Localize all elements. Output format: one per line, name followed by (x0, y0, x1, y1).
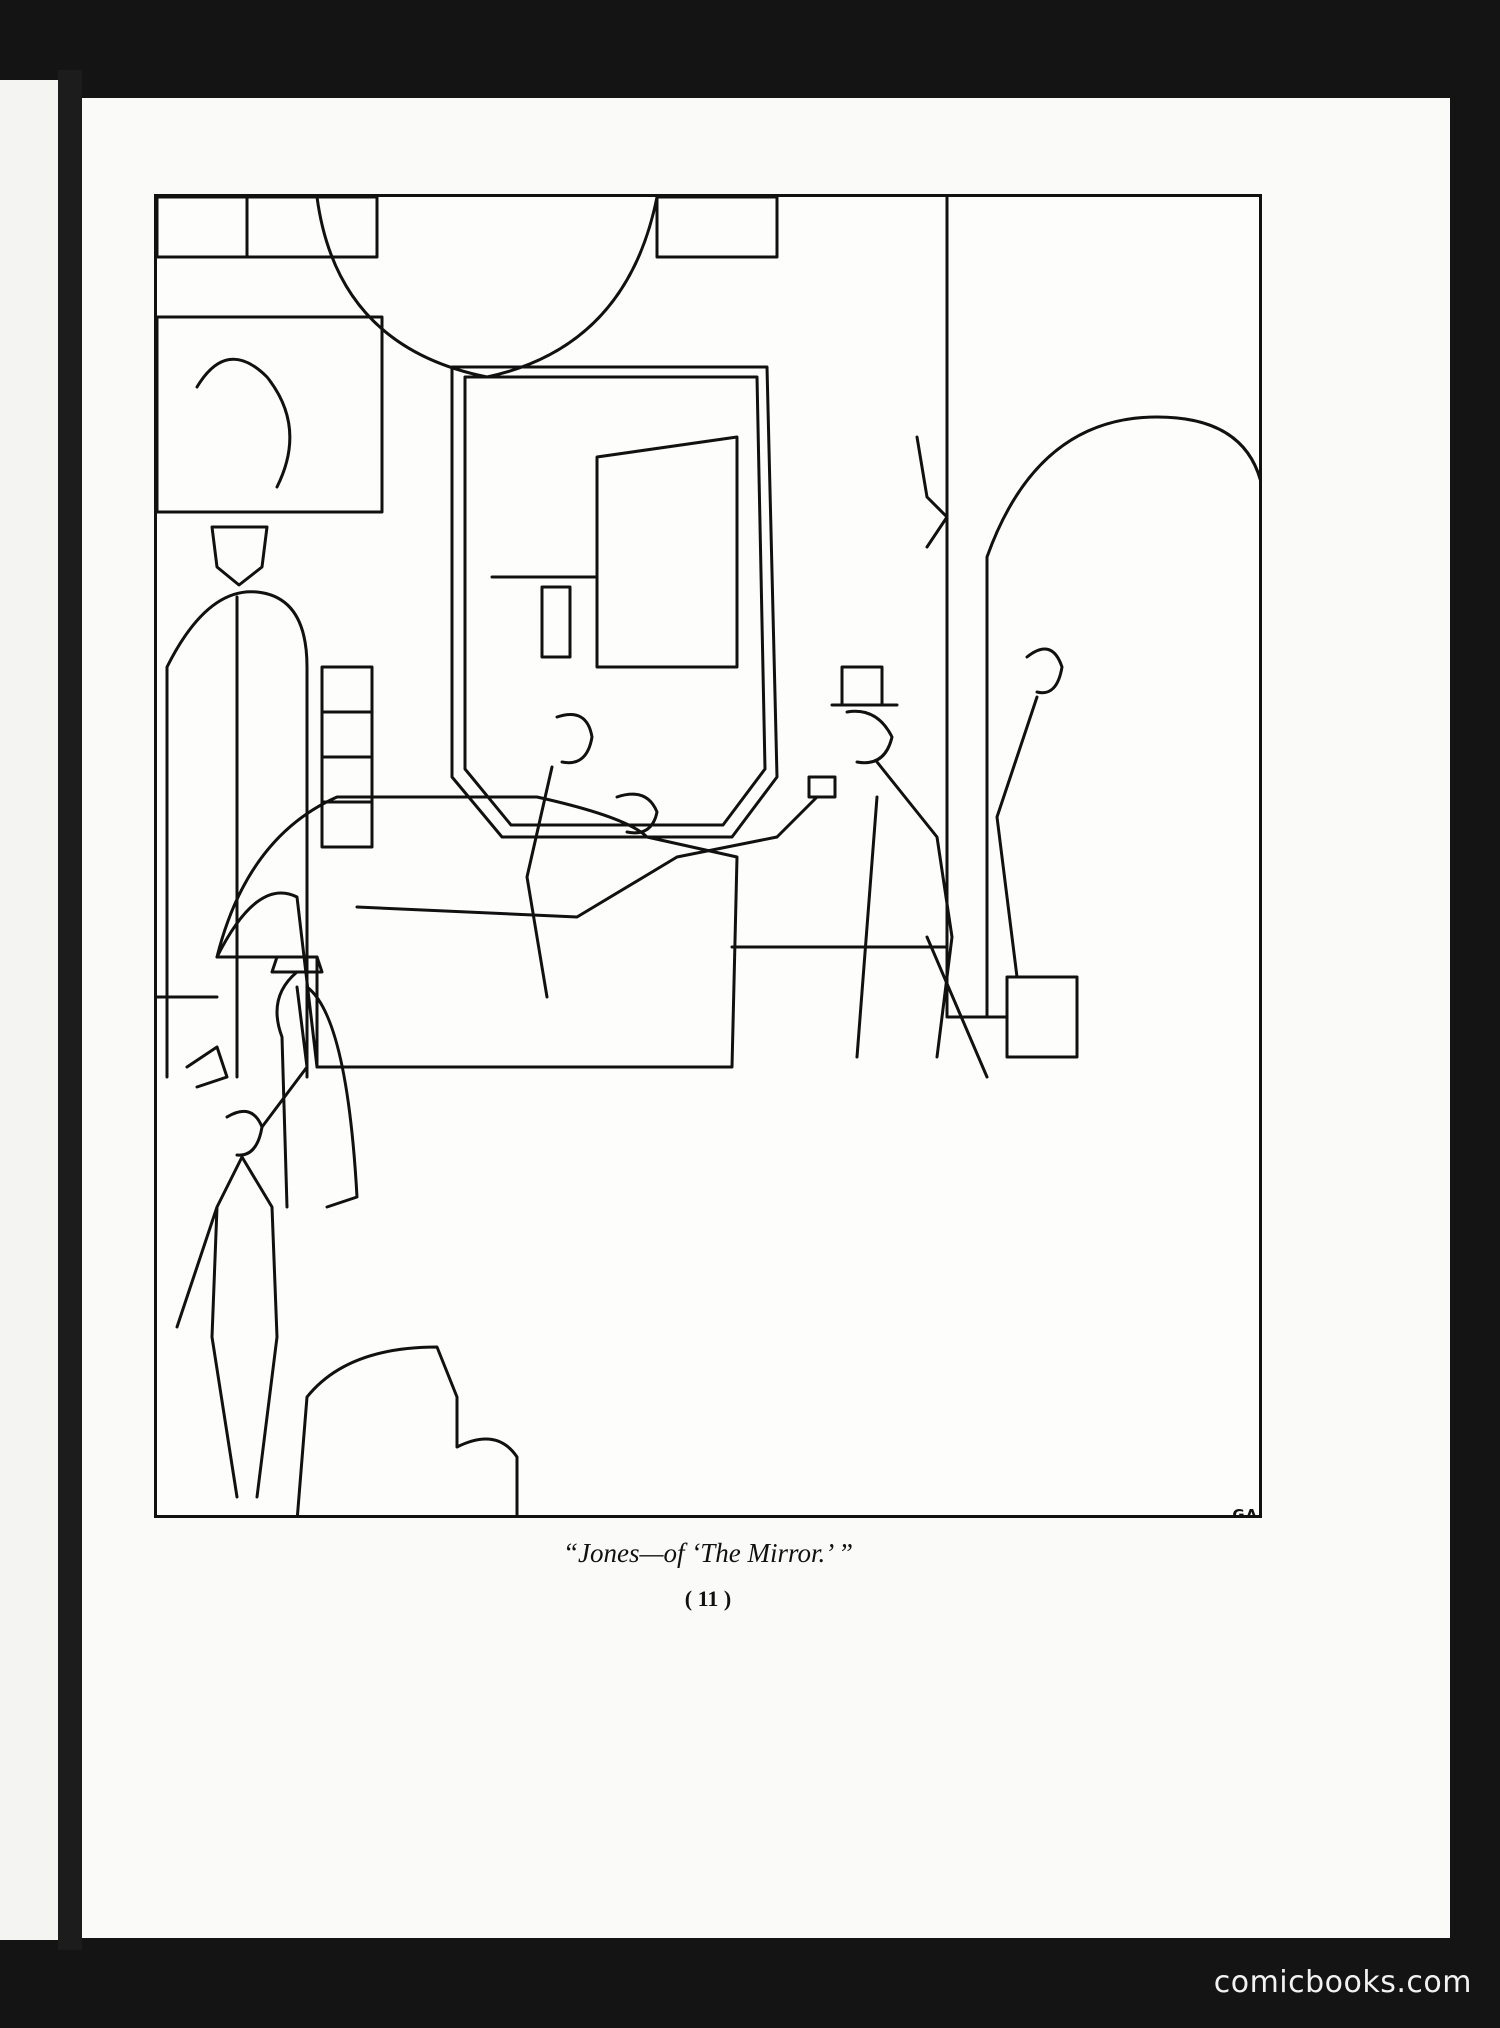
man-arm-card (775, 795, 819, 839)
reclining-man (355, 792, 779, 919)
shoe (185, 1045, 229, 1089)
drawer-lines (320, 710, 374, 804)
woman-on-sofa (525, 713, 594, 999)
wall-sconce (915, 435, 949, 549)
sofa-arm (215, 891, 319, 1069)
scalloped-canopy (315, 197, 659, 379)
wall-frame-mid (245, 197, 379, 259)
sofa (215, 795, 739, 1069)
foreground-chair (295, 1345, 519, 1515)
wall-crest (210, 525, 269, 587)
coat-on-stand (275, 970, 359, 1209)
reflected-bed (595, 435, 739, 669)
mirror-inner-frame (463, 375, 767, 827)
visitor-figure (845, 709, 954, 1059)
painting-figure (195, 357, 292, 489)
walking-cane (925, 935, 989, 1079)
doorway-arch (985, 415, 1259, 1019)
page-number: ( 11 ) (684, 1586, 732, 1611)
wall-frame-left (157, 197, 249, 259)
artist-signature: GARDNER REA (1232, 1506, 1259, 1518)
butler-figure (995, 647, 1064, 979)
bed-canopy-top (655, 197, 779, 259)
site-watermark: comicbooks.com (1213, 1965, 1472, 2000)
suitcase (1005, 975, 1079, 1059)
cartoon-line-drawing (157, 197, 1259, 1515)
wardrobe (165, 590, 309, 1079)
magazine-page: GARDNER REA “Jones—of ‘The Mirror.’ ” ( … (82, 98, 1450, 1938)
book-gutter (58, 70, 82, 1950)
cartoon-caption: “Jones—of ‘The Mirror.’ ” (562, 1538, 854, 1568)
business-card (807, 775, 837, 799)
baseboard (157, 945, 949, 999)
statue-figure (175, 1109, 279, 1499)
previous-page-edge (0, 80, 58, 1940)
door-frame-left (945, 197, 1009, 1019)
hat-on-stand (270, 955, 324, 974)
reflected-nightstand (540, 585, 572, 659)
statue-raised-arm (260, 985, 309, 1129)
cartoon-illustration: GARDNER REA (154, 194, 1262, 1518)
octagonal-mirror (450, 365, 779, 839)
wall-painting (157, 315, 384, 514)
top-hat (840, 665, 884, 707)
